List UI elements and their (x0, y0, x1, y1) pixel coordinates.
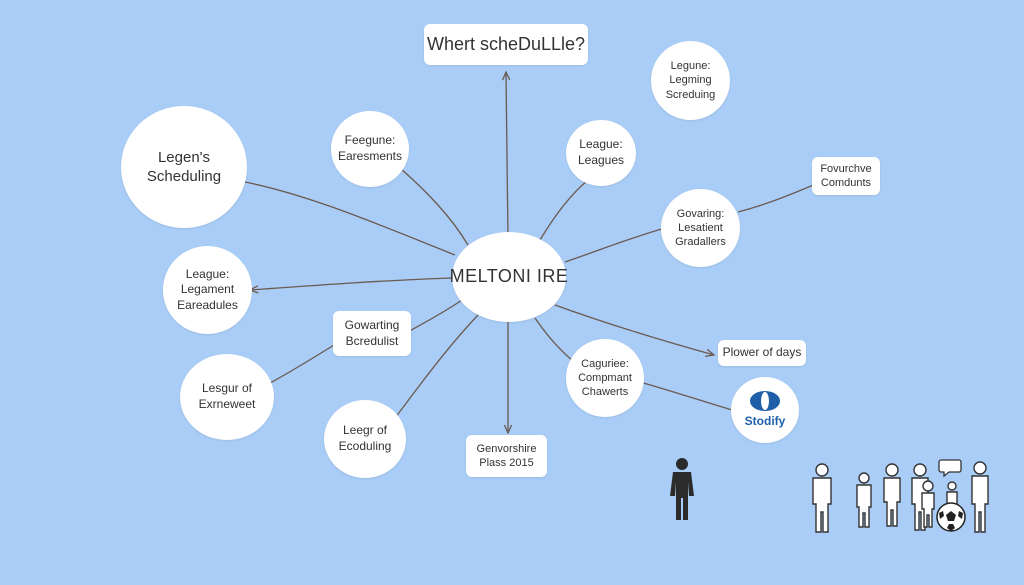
node-league-legament: League: Legament Eareadules (163, 246, 252, 334)
link-fovurchve (737, 182, 819, 213)
title-text: Whert scheDuLLle? (426, 33, 586, 54)
node-genvorshire: Genvorshire Plass 2015 (466, 435, 547, 477)
link-legens (244, 181, 456, 256)
link-logo (639, 381, 733, 411)
node-league-leagues: League: Leagues (566, 120, 636, 186)
node-legens-scheduling: Legen's Scheduling (121, 106, 247, 228)
stodify-logo-icon (750, 391, 780, 412)
center-text: MELTONI IRE (449, 266, 569, 287)
node-gowarting: Gowarting Bcredulist (333, 311, 411, 356)
link-gowarting (403, 299, 463, 335)
node-legune-legming: Legune: Legming Screduing (651, 41, 730, 120)
link-legrof (394, 314, 479, 419)
node-feegune: Feegune: Earesments (331, 111, 409, 187)
center-node: MELTONI IRE (449, 232, 569, 322)
link-legur-exrneweet (262, 344, 335, 388)
people-group-icon (812, 461, 989, 533)
link-plower (554, 304, 714, 355)
node-legr-ecoduling: Leegr of Ecoduling (324, 400, 406, 478)
link-feegune (399, 167, 469, 246)
node-legur-exrneweet: Lesgur of Exrneweet (180, 354, 274, 440)
link-league-legament (250, 277, 453, 290)
node-caguriee: Caguriee: Compmant Chawerts (566, 339, 644, 417)
node-govaring: Govaring: Lesatient Gradallers (661, 189, 740, 267)
link-league-leagues (539, 179, 589, 241)
link-govaring (564, 227, 666, 263)
standing-person-icon (670, 458, 694, 520)
node-fovurchve: Fovurchve Comdunts (812, 157, 880, 195)
node-stodify-logo: Stodify (731, 377, 799, 443)
stodify-logo-label: Stodify (744, 414, 786, 429)
title-box: Whert scheDuLLle? (424, 24, 588, 65)
node-plower-of-days: Plower of days (718, 340, 806, 366)
speech-bubble-icon (938, 459, 962, 478)
soccer-ball-icon (936, 502, 966, 532)
link-title (506, 72, 508, 236)
